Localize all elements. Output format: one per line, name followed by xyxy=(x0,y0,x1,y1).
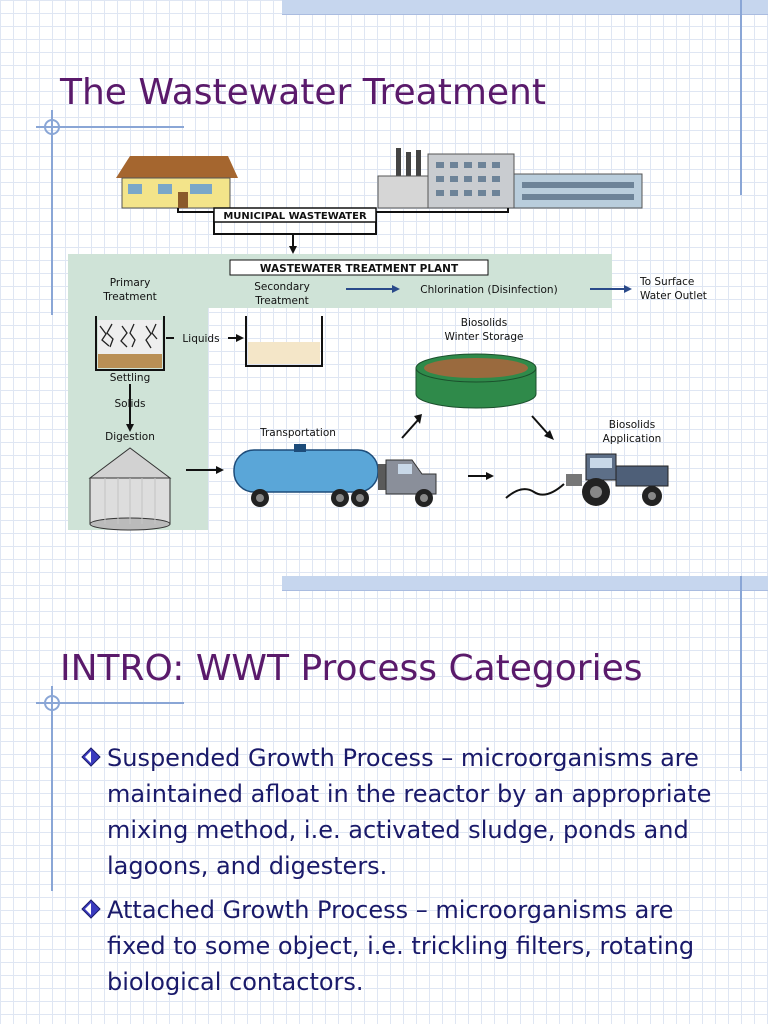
decorative-top-band xyxy=(282,576,768,591)
slide-title: The Wastewater Treatment xyxy=(60,72,546,113)
bullet-term: Attached Growth Process xyxy=(107,896,409,924)
municipal-label-box xyxy=(213,207,377,223)
decorative-vertical-line xyxy=(740,0,742,195)
slide-process-categories: INTRO: WWT Process Categories Suspended … xyxy=(0,576,768,1024)
diamond-bullet-icon xyxy=(81,899,101,919)
wastewater-process-diagram: MUNICIPAL WASTEWATER WASTEWATER TREATMEN… xyxy=(68,148,707,531)
biosolids-storage-tank-icon xyxy=(415,353,537,409)
municipal-label: MUNICIPAL WASTEWATER xyxy=(223,211,367,222)
secondary-treatment-tank xyxy=(245,316,323,367)
bullet-dash: – xyxy=(433,744,461,772)
decorative-vertical-line xyxy=(740,576,742,771)
house-icon xyxy=(116,156,238,209)
bullet-item-suspended-growth: Suspended Growth Process – microorganism… xyxy=(80,740,720,884)
primary-label-2: Treatment xyxy=(102,291,156,303)
bullet-term: Suspended Growth Process xyxy=(107,744,434,772)
decorative-vertical-line xyxy=(51,686,53,891)
plant-label-box xyxy=(229,259,489,276)
decorative-circle xyxy=(44,695,60,711)
storage-label-1: Biosolids xyxy=(461,317,507,329)
chlorination-label: Chlorination (Disinfection) xyxy=(420,284,557,296)
storage-label-2: Winter Storage xyxy=(444,331,523,343)
secondary-label-2: Treatment xyxy=(254,295,308,307)
slide-title: INTRO: WWT Process Categories xyxy=(60,648,643,689)
decorative-vertical-line xyxy=(51,110,53,315)
application-label-2: Application xyxy=(603,433,662,445)
bullet-item-attached-growth: Attached Growth Process – microorganisms… xyxy=(80,892,720,1000)
decorative-horizontal-line xyxy=(36,126,184,128)
diamond-bullet-icon xyxy=(81,747,101,767)
factory-icon xyxy=(377,148,643,209)
settling-label: Settling xyxy=(110,372,151,384)
slide-wastewater-treatment: The Wastewater Treatment xyxy=(36,0,768,531)
bullet-dash: – xyxy=(408,896,436,924)
primary-label-1: Primary xyxy=(110,277,151,289)
digester-tank-icon xyxy=(88,447,172,531)
transportation-label: Transportation xyxy=(259,427,336,439)
digestion-label: Digestion xyxy=(105,431,155,443)
primary-treatment-tank xyxy=(95,316,165,371)
plant-label: WASTEWATER TREATMENT PLANT xyxy=(260,263,459,275)
bullet-list: Suspended Growth Process – microorganism… xyxy=(80,740,720,1008)
decorative-top-band xyxy=(282,0,768,15)
bullet-text: microorganisms are fixed to some object,… xyxy=(107,896,695,996)
secondary-label-1: Secondary xyxy=(254,281,310,293)
treatment-plant-panel xyxy=(68,254,612,530)
application-label-1: Biosolids xyxy=(609,419,655,431)
liquids-label: Liquids xyxy=(182,333,219,345)
bullet-text: microorganisms are maintained afloat in … xyxy=(107,744,712,880)
outlet-label-2: Water Outlet xyxy=(640,290,707,302)
municipal-connector xyxy=(177,208,509,252)
decorative-horizontal-line xyxy=(36,702,184,704)
decorative-circle xyxy=(44,119,60,135)
tractor-icon xyxy=(505,453,669,506)
outlet-label-1: To Surface xyxy=(639,276,694,288)
tanker-truck-icon xyxy=(233,444,437,507)
